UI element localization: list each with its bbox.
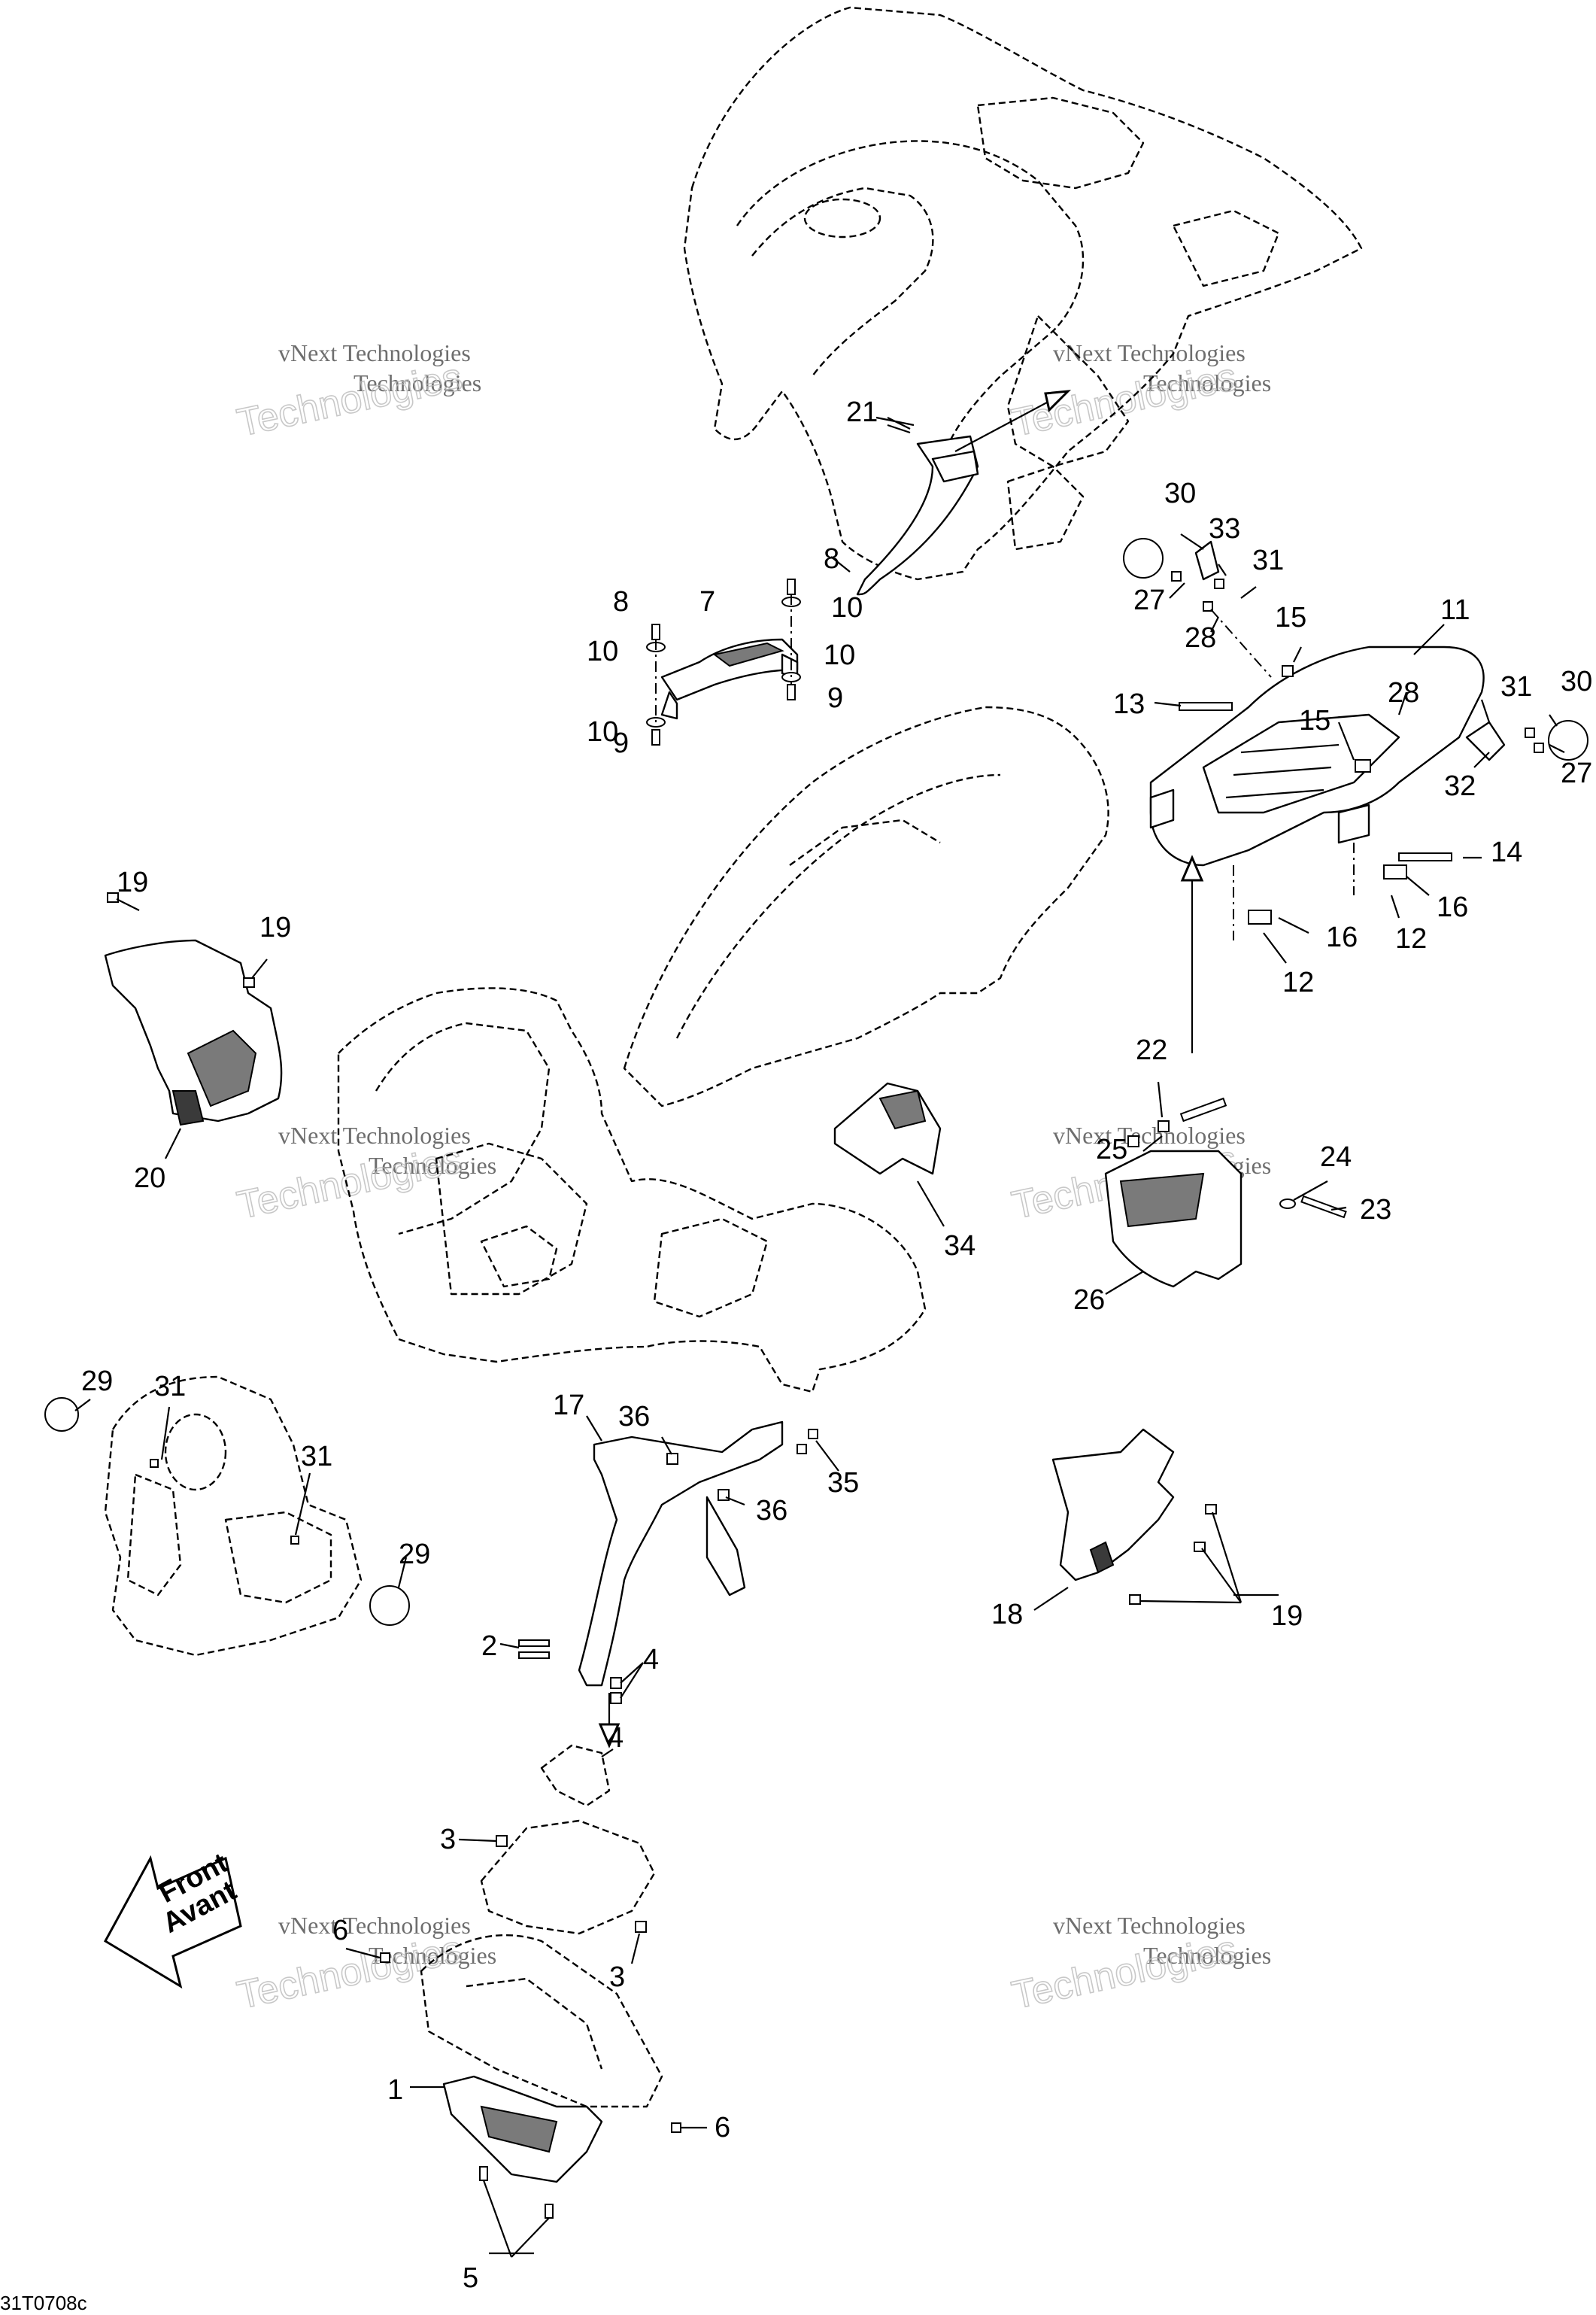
- callout-23: 23: [1360, 1194, 1391, 1226]
- callout-29: 29: [81, 1366, 113, 1397]
- callout-10: 10: [587, 636, 618, 667]
- svg-text:vNext Technologies: vNext Technologies: [278, 1912, 471, 1939]
- callout-15: 15: [1275, 602, 1306, 633]
- callout-10: 10: [587, 716, 618, 748]
- rear-fender: [683, 6, 1363, 581]
- callout-9: 9: [827, 682, 843, 714]
- svg-text:vNext Technologies: vNext Technologies: [1053, 1912, 1246, 1939]
- svg-text:vNext Technologies: vNext Technologies: [1053, 1122, 1246, 1149]
- callout-35: 35: [827, 1467, 859, 1499]
- svg-text:Technologies: Technologies: [233, 355, 466, 445]
- callout-36: 36: [618, 1401, 650, 1432]
- callout-11: 11: [1440, 594, 1470, 626]
- callout-29: 29: [399, 1539, 430, 1570]
- front-direction-arrow: Front Avant: [103, 1847, 242, 1989]
- callout-9: 9: [613, 728, 629, 759]
- callout-22: 22: [1136, 1034, 1167, 1066]
- svg-text:Technologies: Technologies: [233, 1138, 466, 1228]
- callout-27: 27: [1133, 585, 1165, 616]
- callout-16: 16: [1437, 892, 1468, 923]
- callout-25: 25: [1096, 1134, 1127, 1165]
- callout-19: 19: [1271, 1600, 1303, 1632]
- callout-28: 28: [1388, 677, 1419, 709]
- callout-24: 24: [1320, 1141, 1352, 1173]
- part-21-trim-strip: [856, 390, 1072, 596]
- part-26-storage-bin: [1104, 1097, 1347, 1288]
- part-17-front-bracket: [518, 1420, 818, 1748]
- watermark-bottom-left: vNext Technologies Technologies Technolo…: [233, 1912, 497, 2019]
- callout-3: 3: [440, 1824, 456, 1855]
- svg-text:Technologies: Technologies: [353, 369, 481, 396]
- callout-labels: 21 8 8 7 10 10 10 10 9 9 30 33 31 27 28 …: [81, 396, 1592, 2294]
- callout-27: 27: [1561, 758, 1592, 789]
- svg-text:Technologies: Technologies: [369, 1152, 496, 1179]
- callout-6: 6: [715, 2112, 730, 2143]
- handle-hardware: [646, 579, 801, 746]
- callout-26: 26: [1073, 1284, 1105, 1316]
- part-18-side-cover: [1051, 1428, 1217, 1605]
- front-fender: [337, 987, 927, 1393]
- part-20-side-panel: [104, 892, 283, 1126]
- callout-31: 31: [154, 1371, 186, 1402]
- svg-text:vNext Technologies: vNext Technologies: [278, 1122, 471, 1149]
- svg-text:vNext Technologies: vNext Technologies: [278, 339, 471, 366]
- callout-31: 31: [301, 1441, 332, 1472]
- callout-8: 8: [613, 586, 629, 618]
- drawing-code: 31T0708c: [0, 2292, 87, 2314]
- svg-text:Technologies: Technologies: [1143, 1942, 1271, 1969]
- callout-10: 10: [831, 592, 863, 624]
- callout-5: 5: [463, 2262, 478, 2294]
- callout-8: 8: [824, 543, 839, 575]
- callout-33: 33: [1209, 513, 1240, 545]
- callout-2: 2: [481, 1630, 497, 1662]
- callout-36: 36: [756, 1495, 787, 1527]
- callout-13: 13: [1113, 688, 1145, 720]
- leader-lines: [74, 416, 1565, 2258]
- callout-10: 10: [824, 640, 855, 671]
- callout-4: 4: [643, 1644, 659, 1675]
- callout-28: 28: [1185, 622, 1216, 654]
- watermark-top-left: vNext Technologies Technologies Technolo…: [233, 339, 482, 446]
- part-11-rear-rack: [1149, 646, 1485, 867]
- callout-16: 16: [1326, 922, 1358, 953]
- callout-32: 32: [1444, 770, 1476, 802]
- callout-3: 3: [609, 1961, 625, 1993]
- callout-19: 19: [259, 912, 291, 943]
- callout-20: 20: [134, 1162, 165, 1194]
- callout-18: 18: [991, 1599, 1023, 1630]
- svg-text:Technologies: Technologies: [233, 1928, 466, 2018]
- callout-30: 30: [1164, 478, 1196, 509]
- svg-text:Technologies: Technologies: [1143, 369, 1271, 396]
- callout-7: 7: [699, 586, 715, 618]
- svg-text:Technologies: Technologies: [1008, 355, 1240, 445]
- part-7-grab-handle: [660, 638, 799, 720]
- callout-17: 17: [553, 1390, 584, 1421]
- callout-6: 6: [332, 1915, 348, 1946]
- callout-31: 31: [1500, 671, 1532, 703]
- callout-15: 15: [1299, 705, 1331, 737]
- part-34-bracket: [833, 1082, 942, 1175]
- watermark-bottom-right: vNext Technologies Technologies Technolo…: [1008, 1912, 1272, 2019]
- callout-31: 31: [1252, 545, 1284, 576]
- svg-text:Technologies: Technologies: [1008, 1928, 1240, 2018]
- callout-12: 12: [1395, 923, 1427, 955]
- callout-19: 19: [117, 867, 148, 898]
- callout-1: 1: [387, 2074, 403, 2106]
- center-fender: [623, 706, 1109, 1107]
- watermark-mid-left: vNext Technologies Technologies Technolo…: [233, 1122, 497, 1229]
- callout-21: 21: [846, 396, 878, 428]
- callout-30: 30: [1561, 666, 1592, 697]
- front-bumper-skid: [380, 1744, 681, 2219]
- callout-12: 12: [1282, 967, 1314, 998]
- front-nose-panel: [44, 1375, 410, 1657]
- callout-4: 4: [608, 1722, 624, 1754]
- callout-14: 14: [1491, 837, 1522, 868]
- callout-34: 34: [944, 1230, 976, 1262]
